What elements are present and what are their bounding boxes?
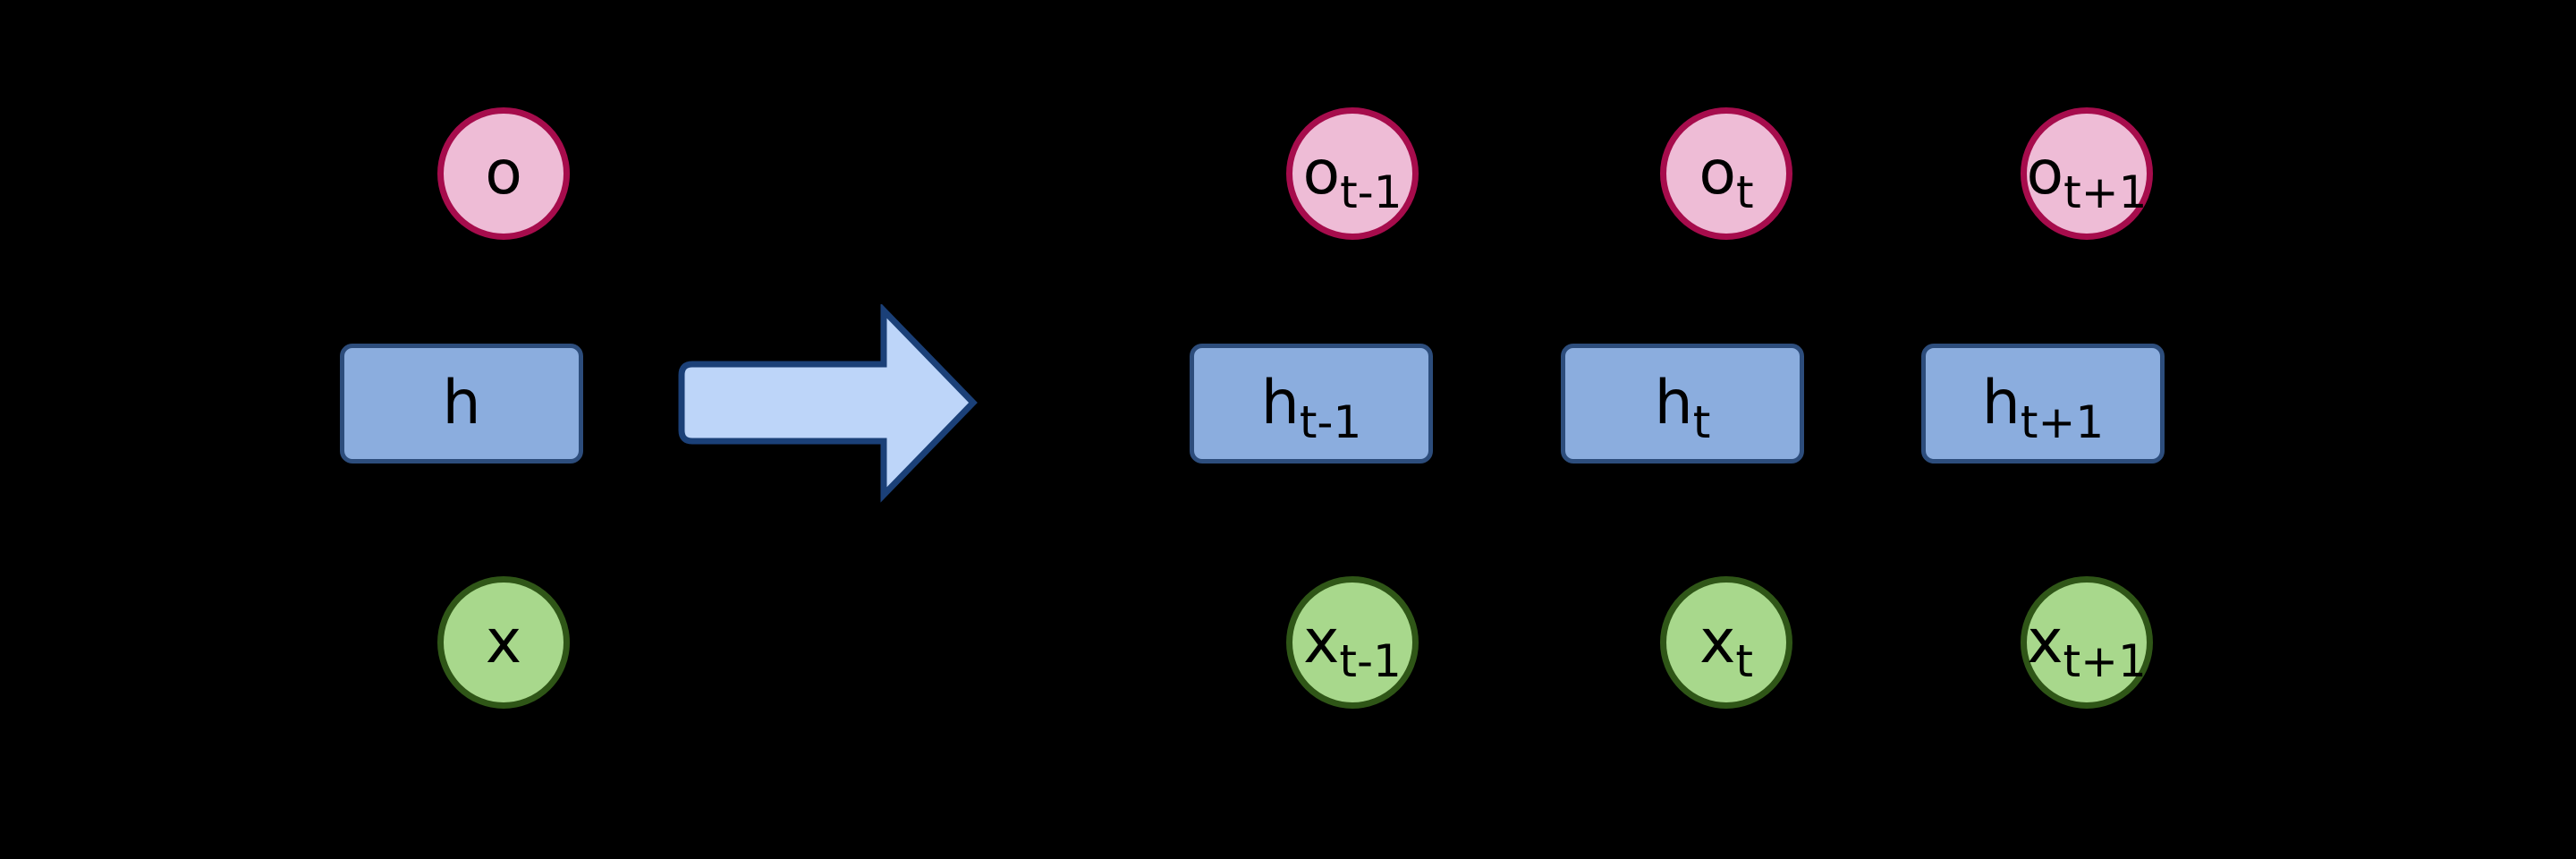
hidden-state-box-t-plus-1: ht+1: [1921, 344, 2165, 464]
hidden-state-box-t-minus-1: ht-1: [1190, 344, 1433, 464]
output-node-folded: o: [437, 107, 570, 240]
output-node-folded-label: o: [485, 143, 522, 204]
hidden-state-box-folded: h: [340, 344, 583, 464]
hidden-state-box-folded-label: h: [442, 373, 480, 434]
label-base: h: [1654, 368, 1693, 438]
input-node-t-minus-1-label: xt-1: [1303, 612, 1402, 685]
input-node-folded-label: x: [486, 612, 521, 673]
input-node-t-label: xt: [1699, 612, 1753, 685]
output-node-t-label: ot: [1699, 143, 1753, 216]
label-base: o: [2026, 138, 2064, 208]
label-subscript: t-1: [1340, 166, 1402, 218]
output-node-t: ot: [1660, 107, 1792, 240]
unfold-arrow: [675, 304, 984, 503]
label-base: x: [485, 607, 522, 677]
label-base: x: [2027, 607, 2063, 677]
hidden-state-box-t: ht: [1561, 344, 1804, 464]
input-node-folded: x: [437, 576, 570, 709]
input-node-t-minus-1: xt-1: [1286, 576, 1419, 709]
input-node-t-plus-1-label: xt+1: [2027, 612, 2147, 685]
right-arrow-icon: [678, 304, 978, 503]
label-subscript: t+1: [2020, 396, 2105, 448]
label-subscript: t+1: [2063, 166, 2148, 218]
label-subscript: t+1: [2063, 635, 2147, 687]
output-node-t-minus-1: ot-1: [1286, 107, 1419, 240]
input-node-t-plus-1: xt+1: [2021, 576, 2153, 709]
hidden-state-box-t-minus-1-label: ht-1: [1261, 373, 1362, 446]
output-node-t-minus-1-label: ot-1: [1302, 143, 1402, 216]
label-subscript: t-1: [1339, 635, 1402, 687]
label-base: h: [442, 368, 481, 438]
label-subscript: t-1: [1299, 396, 1362, 448]
label-base: o: [1302, 138, 1341, 208]
label-base: x: [1699, 607, 1736, 677]
label-subscript: t: [1736, 166, 1754, 218]
input-node-t: xt: [1660, 576, 1792, 709]
output-node-t-plus-1: ot+1: [2021, 107, 2153, 240]
label-subscript: t: [1735, 635, 1753, 687]
label-base: o: [1699, 138, 1736, 208]
label-base: h: [1981, 368, 2021, 438]
label-base: x: [1303, 607, 1340, 677]
hidden-state-box-t-label: ht: [1655, 373, 1711, 446]
label-base: h: [1260, 368, 1300, 438]
label-subscript: t: [1692, 396, 1711, 448]
output-node-t-plus-1-label: ot+1: [2027, 143, 2148, 216]
label-base: o: [485, 138, 522, 208]
hidden-state-box-t-plus-1-label: ht+1: [1982, 373, 2104, 446]
right-arrow-shape: [678, 304, 978, 503]
